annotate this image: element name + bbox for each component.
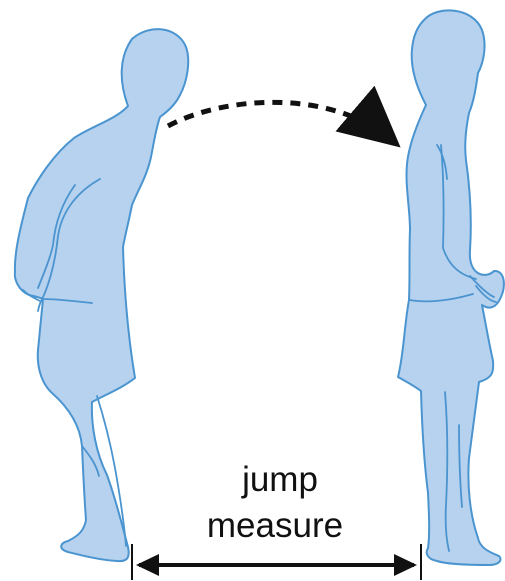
figure-before-jump [15, 29, 188, 561]
figure-after-jump [398, 10, 504, 565]
jump-label: jump [241, 460, 318, 499]
jump-arc-arrow [168, 102, 393, 141]
jump-measure-left-arrowhead [136, 554, 159, 576]
jump-measure-right-arrowhead [394, 554, 417, 576]
right-figure-body [398, 10, 504, 565]
left-figure-body [15, 29, 188, 561]
measure-label: measure [207, 506, 343, 545]
